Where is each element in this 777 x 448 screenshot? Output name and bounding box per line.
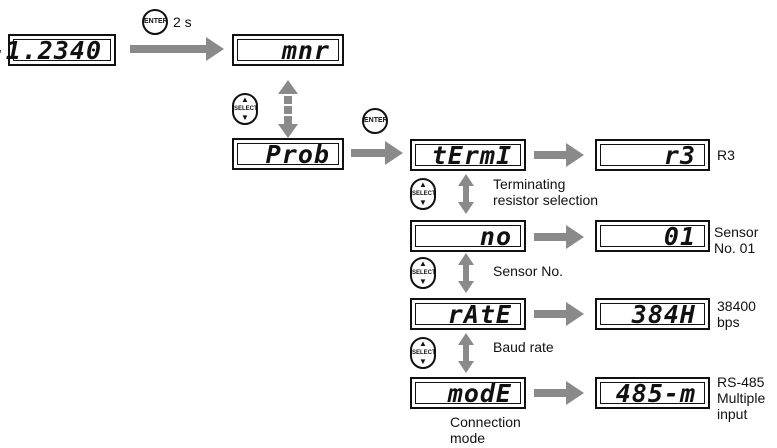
no-description: Sensor No. — [493, 263, 564, 279]
select-button-1[interactable]: ▲ SELECT ▼ — [410, 178, 436, 210]
arrow-mnr-prob-dashed — [278, 80, 298, 138]
main-display: -1.2340 — [0, 34, 116, 66]
term-display-value: tErmI — [431, 141, 512, 170]
arrow-vertical-1 — [458, 174, 474, 214]
arrow-row-1 — [534, 143, 584, 167]
no-display: no — [410, 220, 526, 252]
mode-display: modE — [410, 377, 526, 409]
select-button-2[interactable]: ▲ SELECT ▼ — [410, 257, 436, 289]
main-display-value: -1.2340 — [0, 36, 102, 65]
rate-value-label: 38400 bps — [717, 298, 756, 330]
select-button-label: SELECT — [412, 350, 436, 356]
arrow-vertical-3 — [458, 333, 474, 373]
mode-description: Connection mode — [450, 414, 521, 446]
mode-value-label: RS-485 Multiple input — [717, 374, 766, 422]
up-triangle-icon: ▲ — [419, 259, 427, 268]
rate-value-display-value: 384H — [631, 300, 696, 329]
select-button-label: SELECT — [412, 191, 436, 197]
term-value-display: r3 — [595, 139, 710, 171]
no-value-display-value: 01 — [663, 222, 696, 251]
rate-value-display: 384H — [595, 298, 710, 330]
no-display-value: no — [479, 222, 512, 251]
arrow-row-3 — [534, 302, 584, 326]
select-button-menu[interactable]: ▲ SELECT ▼ — [232, 93, 258, 125]
select-button-label: SELECT — [234, 106, 258, 112]
mode-value-display-value: 485-m — [615, 379, 696, 408]
up-triangle-icon: ▲ — [419, 180, 427, 189]
arrow-vertical-2 — [458, 253, 474, 293]
select-button-3[interactable]: ▲ SELECT ▼ — [410, 337, 436, 369]
down-triangle-icon: ▼ — [241, 113, 249, 122]
prob-display-value: Prob — [265, 140, 330, 169]
up-triangle-icon: ▲ — [241, 95, 249, 104]
rate-description: Baud rate — [493, 339, 554, 355]
arrow-row-2 — [534, 225, 584, 249]
down-triangle-icon: ▼ — [419, 198, 427, 207]
arrow-main-to-mnr — [130, 37, 224, 61]
down-triangle-icon: ▼ — [419, 277, 427, 286]
no-value-display: 01 — [595, 220, 710, 252]
arrow-prob-to-term — [351, 141, 403, 165]
rate-display-value: rAtE — [447, 300, 512, 329]
arrow-row-4 — [534, 381, 584, 405]
mnr-display: mnr — [232, 34, 344, 66]
mode-display-value: modE — [447, 379, 512, 408]
enter-button-top[interactable]: ENTER — [142, 9, 168, 35]
no-value-label: Sensor No. 01 — [714, 224, 759, 256]
up-triangle-icon: ▲ — [419, 339, 427, 348]
term-value-display-value: r3 — [663, 141, 696, 170]
term-display: tErmI — [410, 139, 526, 171]
select-button-label: SELECT — [412, 270, 436, 276]
mnr-display-value: mnr — [281, 36, 330, 65]
term-value-label: R3 — [717, 147, 735, 163]
mode-value-display: 485-m — [595, 377, 710, 409]
down-triangle-icon: ▼ — [419, 357, 427, 366]
term-description: Terminating resistor selection — [493, 176, 599, 208]
prob-display: Prob — [232, 138, 344, 170]
rate-display: rAtE — [410, 298, 526, 330]
hold-time-label: 2 s — [173, 14, 192, 30]
enter-button-menu[interactable]: ENTER — [362, 108, 388, 134]
